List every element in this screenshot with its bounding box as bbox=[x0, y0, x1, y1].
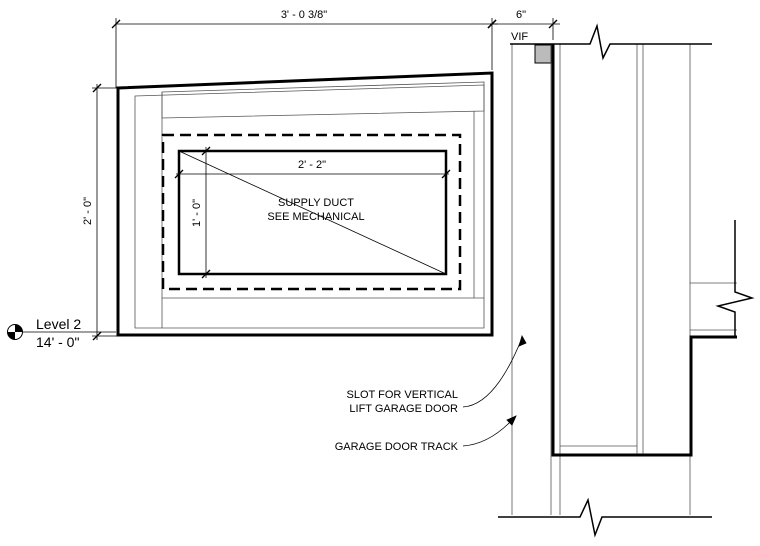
level-name: Level 2 bbox=[36, 316, 81, 332]
break-line-top bbox=[510, 23, 712, 61]
dimension-wall-thickness bbox=[487, 18, 560, 40]
slot-note-leader bbox=[462, 334, 527, 408]
dimension-overall-height bbox=[92, 83, 120, 341]
slot-note-line2: LIFT GARAGE DOOR bbox=[349, 403, 458, 415]
slot-note-line1: SLOT FOR VERTICAL bbox=[347, 389, 458, 401]
dimension-overall-width bbox=[111, 18, 498, 88]
dimension-wall-thickness-label: 6" bbox=[516, 9, 526, 21]
level-marker-icon bbox=[7, 324, 116, 340]
vif-label: VIF bbox=[511, 31, 528, 43]
track-note-leader bbox=[462, 415, 517, 447]
level-elevation: 14' - 0" bbox=[36, 334, 79, 350]
dimension-overall-width-label: 3' - 0 3/8" bbox=[281, 9, 327, 21]
dimension-overall-height-label: 2' - 0" bbox=[82, 197, 94, 225]
wall-section bbox=[511, 43, 737, 515]
break-line-bottom bbox=[498, 497, 712, 538]
dimension-duct-height bbox=[201, 146, 211, 279]
dimension-duct-height-label: 1' - 0" bbox=[191, 199, 203, 227]
duct-note-line1: SUPPLY DUCT bbox=[278, 197, 354, 209]
track-note: GARAGE DOOR TRACK bbox=[335, 441, 459, 453]
dimension-duct-width-label: 2' - 2" bbox=[298, 159, 326, 171]
duct-opening bbox=[177, 149, 448, 276]
vif-hatch bbox=[534, 44, 552, 64]
supply-duct-outline bbox=[161, 133, 462, 291]
break-line-right bbox=[715, 283, 755, 337]
dimension-duct-width bbox=[174, 169, 451, 179]
duct-note-line2: SEE MECHANICAL bbox=[267, 211, 364, 223]
